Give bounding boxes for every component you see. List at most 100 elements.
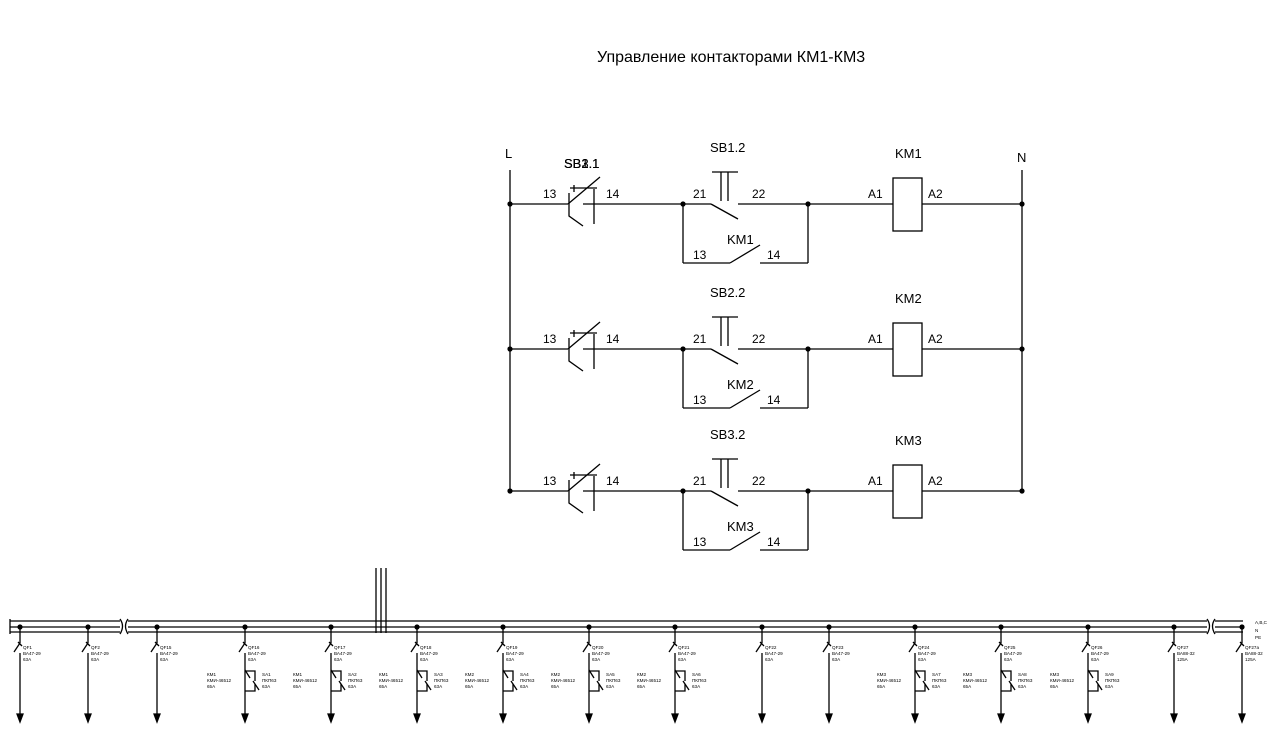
stop-contact-blade [710, 203, 739, 220]
junction-dot [1085, 624, 1091, 630]
switch-label: SA8 [1018, 672, 1027, 677]
coil-pin-a2: A2 [928, 474, 943, 488]
coil-pin-a1: A1 [868, 187, 883, 201]
stop-button-label: SB3.2 [710, 427, 745, 442]
contactor-rating: 65А [379, 684, 388, 689]
breaker-cross [17, 641, 23, 647]
bypass-switch-blade [922, 680, 930, 691]
bypass-switch [915, 670, 926, 692]
bypass-switch [503, 670, 514, 692]
contactor-rating: 65А [877, 684, 886, 689]
breaker-type: ВА88-32 [1177, 651, 1195, 656]
stop-pin-in: 21 [693, 332, 707, 346]
breaker-label: QF25 [1004, 645, 1016, 650]
breaker-label: QF27 [1177, 645, 1189, 650]
aux-contact-blade [729, 244, 761, 264]
contactor-label: КМ1 [293, 672, 303, 677]
breaker-cross [826, 641, 832, 647]
start-button-label: SB1.1 [564, 156, 599, 171]
start-contact-blade [567, 176, 601, 205]
breaker-rating: 63А [334, 657, 343, 662]
breaker-type: ВА47-29 [160, 651, 178, 656]
breaker-label: QF15 [160, 645, 172, 650]
switch-type: ПКП63 [932, 678, 947, 683]
breaker-type: ВА47-29 [248, 651, 266, 656]
bypass-switch-blade [424, 680, 432, 691]
switch-rating: 63А [434, 684, 443, 689]
start-button-label: SB2.1 [564, 156, 599, 171]
contactor-type: КМИ-46512 [637, 678, 662, 683]
coil [892, 322, 923, 377]
breaker-type: ВА47-29 [420, 651, 438, 656]
breaker-rating: 63А [160, 657, 169, 662]
junction-dot [1239, 624, 1245, 630]
contactor-type: КМИ-46512 [877, 678, 902, 683]
breaker-label: QF22 [765, 645, 777, 650]
aux-contact-label: KM2 [727, 377, 754, 392]
aux-pin-out: 14 [767, 535, 781, 549]
breaker-label: QF1 [23, 645, 32, 650]
bus-label-l: L [505, 146, 512, 161]
breaker-rating: 63А [678, 657, 687, 662]
bypass-switch [331, 670, 342, 692]
switch-rating: 63А [606, 684, 615, 689]
bypass-switch [1001, 670, 1012, 692]
stop-contact-blade [710, 348, 739, 365]
bypass-switch-blade [338, 680, 346, 691]
junction-dot [826, 624, 832, 630]
contactor-rating: 65А [637, 684, 646, 689]
stop-pin-out: 22 [752, 474, 766, 488]
feeder-arrow [1084, 713, 1092, 724]
breaker-blade [994, 642, 1002, 653]
breaker-cross [85, 641, 91, 647]
junction-dot [912, 624, 918, 630]
feeder-arrow [911, 713, 919, 724]
start-contact-blade [567, 463, 601, 492]
contactor-type: КМИ-46512 [1050, 678, 1075, 683]
bypass-switch [589, 670, 600, 692]
breaker-cross [759, 641, 765, 647]
feeder-arrow [16, 713, 24, 724]
junction-dot [500, 624, 506, 630]
bypass-switch-blade [1008, 680, 1016, 691]
junction-dot [242, 624, 248, 630]
coil-pin-a2: A2 [928, 332, 943, 346]
switch-rating: 63А [1018, 684, 1027, 689]
switch-label: SA3 [434, 672, 443, 677]
breaker-blade [13, 642, 21, 653]
breaker-cross [998, 641, 1004, 647]
bypass-switch [245, 670, 256, 692]
feeder-arrow [758, 713, 766, 724]
stop-contact-blade [710, 490, 739, 507]
breaker-cross [500, 641, 506, 647]
switch-rating: 63А [692, 684, 701, 689]
stop-pin-out: 22 [752, 332, 766, 346]
start-pin-out: 14 [606, 474, 620, 488]
contactor-label: КМ3 [877, 672, 887, 677]
breaker-type: ВА47-29 [832, 651, 850, 656]
breaker-blade [410, 642, 418, 653]
contactor-type: КМИ-46512 [963, 678, 988, 683]
breaker-cross [328, 641, 334, 647]
breaker-cross [912, 641, 918, 647]
contactor-label: КМ2 [637, 672, 647, 677]
coil [892, 464, 923, 519]
contactor-rating: 65А [551, 684, 560, 689]
switch-type: ПКП63 [262, 678, 277, 683]
switch-label: SA4 [520, 672, 529, 677]
diagram-title: Управление контакторами КМ1-КМ3 [597, 49, 865, 66]
junction-dot [17, 624, 23, 630]
junction-dot [759, 624, 765, 630]
bypass-switch-blade [252, 680, 260, 691]
feeder-arrow [997, 713, 1005, 724]
contactor-type: КМИ-46512 [551, 678, 576, 683]
aux-contact-label: KM3 [727, 519, 754, 534]
breaker-label: QF20 [592, 645, 604, 650]
coil-label: KM1 [895, 146, 922, 161]
